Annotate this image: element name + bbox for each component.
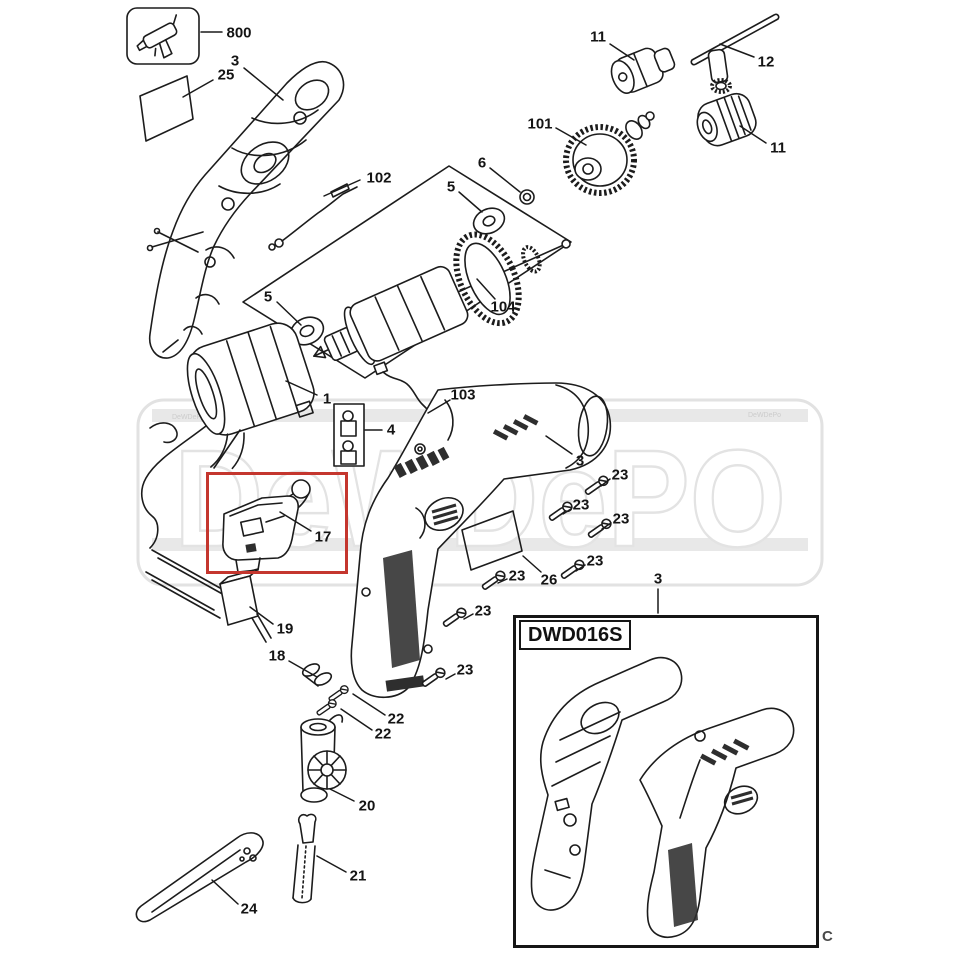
part-label-6: 6 [477,154,487,172]
field-stator-drawing [186,322,315,470]
inset-vents [699,738,750,766]
part-label-17: 17 [314,528,332,546]
part-label-11: 11 [770,139,786,157]
watermark-small-text-left: DeWDePo [172,414,205,421]
leader-line-5 [276,301,302,326]
part-800-box [126,7,200,65]
part-label-101: 101 [527,115,553,133]
part-label-23: 23 [612,510,630,528]
part-label-19: 19 [276,620,294,638]
gear-assembly-drawing [563,111,655,196]
leader-line-3 [243,67,284,101]
leader-line-23 [445,673,456,680]
inset-right-shell-drawing [639,707,795,938]
leader-line-17 [279,511,312,532]
leader-line-19 [249,606,274,625]
chuck-key-drawing [690,13,780,94]
leader-line-23 [497,578,508,584]
leader-line-22 [340,708,373,731]
part-label-22: 22 [374,725,392,743]
leader-line-23 [575,564,586,572]
label-sticker-25 [139,75,194,142]
part-label-5: 5 [446,178,456,196]
leader-line-22 [352,693,386,716]
part-label-23: 23 [456,661,474,679]
leader-line-23 [463,613,474,620]
part-label-26: 26 [540,571,558,589]
brush-box-drawing [333,403,365,467]
part-label-23: 23 [508,567,526,585]
leader-line-104 [476,278,496,300]
model-label: DWD016S [519,620,632,650]
leader-line-6 [489,167,521,193]
drill-icon [136,14,178,59]
part-label-102: 102 [366,169,392,187]
housing-vents [492,414,539,441]
watermark-bottom-bar [152,538,808,551]
inset-left-shell-drawing [530,656,683,911]
wrench-bar-drawing [135,832,264,923]
main-housing-drawing [350,382,612,699]
copyright-mark: C [822,928,833,945]
part-label-23: 23 [586,552,604,570]
leader-lines [182,31,767,905]
leader-line-25 [182,79,214,98]
part-label-5: 5 [263,288,273,306]
leader-line-5 [458,191,483,213]
handle-clamp-drawing [300,714,347,803]
part-label-23: 23 [611,466,629,484]
part-label-3: 3 [653,570,663,588]
watermark-small-text-right: DeWDePo [748,412,781,419]
part-label-1: 1 [322,390,332,408]
side-handle-rod-drawing [292,813,317,904]
leader-line-102 [323,179,361,197]
bearing-5-left-drawing [289,316,325,346]
part-label-3: 3 [230,52,240,70]
part-label-3: 3 [575,452,585,470]
leader-line-11 [609,43,635,61]
leader-line-20 [329,788,355,802]
nameplate-sticker-26 [461,510,523,571]
leader-line-103 [427,399,451,414]
part-label-4: 4 [386,421,396,439]
part-label-104: 104 [490,298,516,316]
leader-line-24 [211,879,239,905]
part-label-23: 23 [474,602,492,620]
leader-line-3 [545,435,573,455]
leader-line-12 [719,43,755,58]
part-label-18: 18 [268,647,286,665]
leader-line-23 [601,522,612,530]
model-callout-box: DWD016S [513,615,819,948]
part-label-20: 20 [358,797,376,815]
chuck-keyed-drawing [610,47,676,94]
part-label-11: 11 [590,28,606,46]
chuck-keyless-drawing [696,92,757,147]
bearing-5-right-drawing [472,207,506,235]
highlight-box-part-17 [206,472,348,574]
part-label-22: 22 [387,710,405,728]
part-label-103: 103 [450,386,476,404]
leader-line-11 [739,125,767,144]
leader-line-26 [522,555,542,573]
armature-drawing [313,231,571,366]
part-label-24: 24 [240,900,258,918]
leader-line-23 [562,508,572,515]
part-label-23: 23 [572,496,590,514]
part-label-12: 12 [757,53,775,71]
leader-line-23 [600,478,611,487]
lead-wires-drawing [146,227,204,444]
leader-line-18 [288,660,318,678]
part-label-21: 21 [349,867,367,885]
armature-group-outline [242,165,572,379]
nut-6-drawing [519,189,535,205]
left-housing-drawing [148,61,345,359]
part-label-25: 25 [217,66,235,84]
leader-line-101 [555,127,587,146]
part-label-800: 800 [226,24,252,42]
leader-line-21 [316,855,347,873]
leader-line-1 [285,380,318,396]
housing-logo-marks [393,446,450,479]
